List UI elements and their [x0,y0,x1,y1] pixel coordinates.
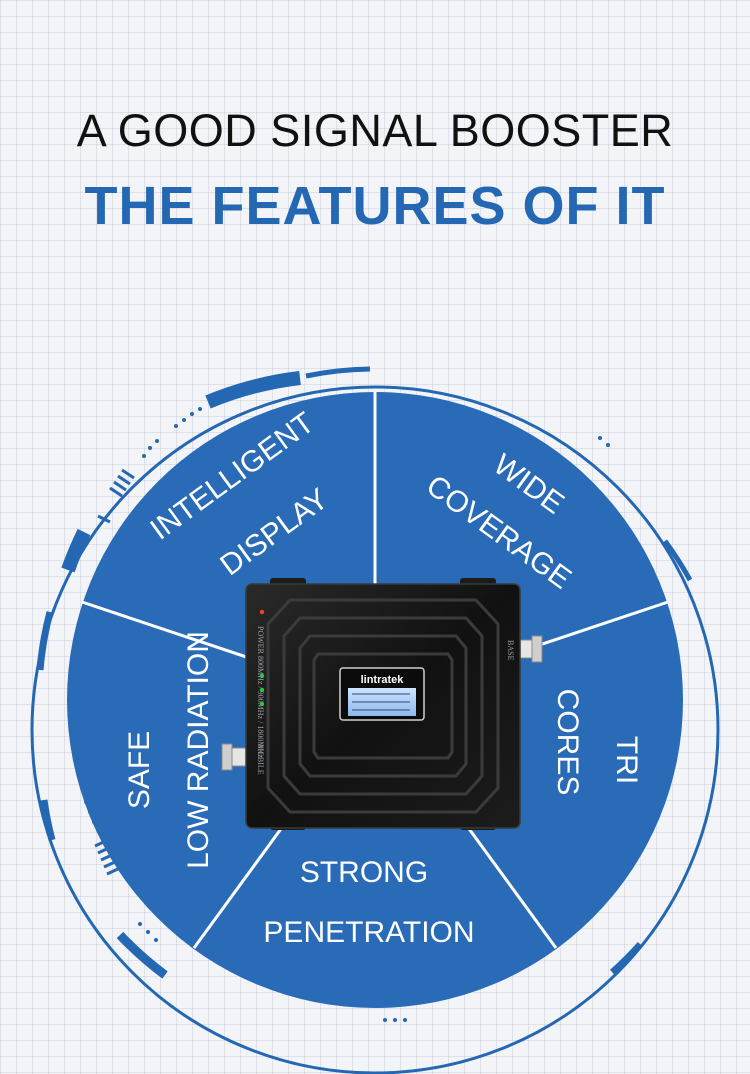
feature-safe-low-radiation-line2: LOW RADIATION [182,631,215,869]
label-base: BASE [506,640,515,661]
page-subtitle: THE FEATURES OF IT [84,176,666,236]
feature-tri-cores: TRI CORES [551,689,643,796]
connector-right [517,635,543,663]
band-led [259,687,265,693]
feature-tri-cores-line1: TRI [610,736,643,784]
device-brand: lintratek [361,674,405,686]
feature-tri-cores-line2: CORES [551,689,584,796]
heatsink-fins [266,598,500,814]
page-title: A GOOD SIGNAL BOOSTER [76,105,674,156]
label-power: POWER [256,626,265,655]
label-mobile: MOBILE [256,744,265,775]
band-led [259,701,265,707]
label-bands: 800MHz / 900MHz / 1800MHz [256,656,265,758]
power-led [259,609,265,615]
connector-left [221,743,247,771]
feature-strong-penetration: STRONG PENETRATION [263,856,474,949]
feature-safe-low-radiation-line1: SAFE [123,731,156,809]
feature-strong-penetration-line2: PENETRATION [263,916,474,949]
lcd-rows [352,693,410,711]
feature-safe-low-radiation: SAFE LOW RADIATION [123,631,215,869]
band-led [259,673,265,679]
signal-booster-device: lintratek POWER 800MHz / 900MHz / 1800MH… [221,578,543,830]
outer-ring [30,366,720,1074]
feature-strong-penetration-line1: STRONG [300,856,428,889]
